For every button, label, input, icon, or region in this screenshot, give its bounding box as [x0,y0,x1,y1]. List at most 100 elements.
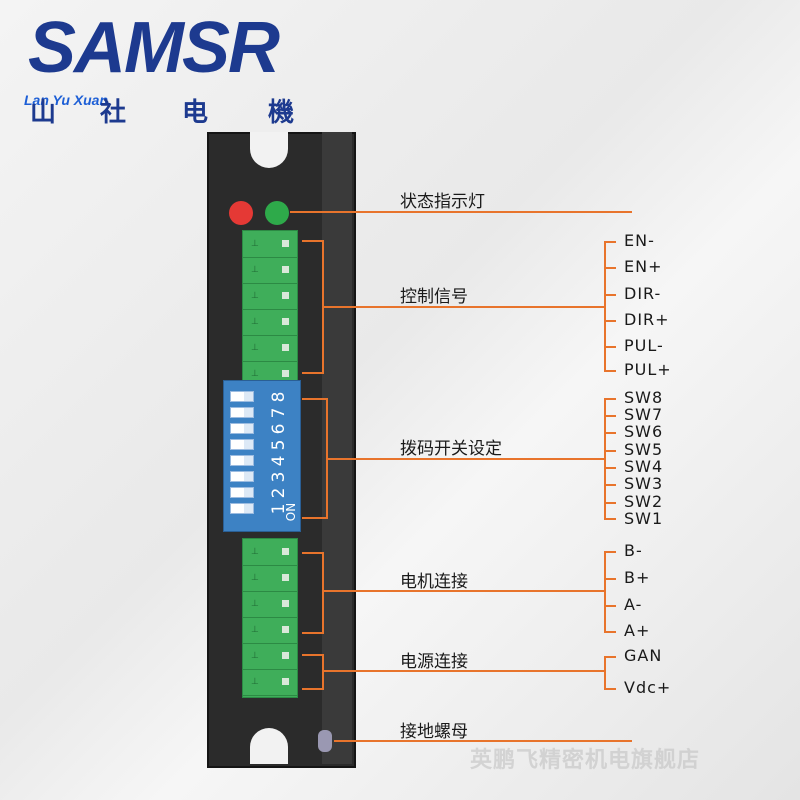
pin-label-sw2: SW2 [624,492,664,511]
pin-label-dir-minus: DIR- [624,284,662,303]
latch-icon: ⊥ [251,625,259,635]
pin-label-en-minus: EN- [624,231,655,250]
pin-label-b-minus: B- [624,541,643,560]
terminal-cell: ⊥ [243,231,297,258]
brand-logo-cn-2: 社 [100,98,127,128]
dip-pin-bus [604,398,606,520]
pin-tick [604,688,616,690]
pin-tick [604,631,616,633]
brand-logo-cn-1: 山 [30,98,57,128]
pin-tick [604,484,616,486]
dip-switch-4[interactable] [230,455,254,466]
pin-tick [604,346,616,348]
dip-switch-5[interactable] [230,439,254,450]
latch-icon: ⊥ [251,239,259,249]
terminal-cell: ⊥ [243,565,297,592]
dip-switch-block: 8 7 6 5 4 3 2 1 ON [223,380,301,532]
mount-slot-bottom [250,728,288,764]
brand-logo: SAMSR [28,8,280,88]
latch-icon: ⊥ [251,317,259,327]
bracket-line [302,654,324,656]
bracket-line [322,654,324,690]
screw-icon [282,600,289,607]
pin-label-sw3: SW3 [624,474,664,493]
pin-label-a-minus: A- [624,595,643,614]
bracket-line [302,398,328,400]
status-indicator-label: 状态指示灯 [400,192,485,212]
brand-logo-cn-3: 电 [182,98,209,128]
pin-tick [604,450,616,452]
bracket-line [302,372,324,374]
screw-icon [282,574,289,581]
motor-pin-bus [604,551,606,633]
power-pin-bus [604,656,606,690]
pin-label-sw4: SW4 [624,457,664,476]
ground-leader-line [334,740,632,742]
pin-tick [604,467,616,469]
pin-label-dir-plus: DIR+ [624,310,670,329]
screw-icon [282,626,289,633]
pin-tick [604,320,616,322]
green-led-icon [265,201,289,225]
pin-label-vdc-plus: Vdc+ [624,678,672,697]
screw-icon [282,652,289,659]
brand-logo-cn-4: 機 [268,98,295,128]
pin-label-sw7: SW7 [624,405,664,424]
brand-logo-subtitle: Lan Yu Xuan [24,92,109,108]
terminal-cell: ⊥ [243,617,297,644]
bracket-line [322,552,324,634]
dip-switch-6[interactable] [230,423,254,434]
screw-icon [282,240,289,247]
pin-label-sw6: SW6 [624,422,664,441]
pin-tick [604,241,616,243]
control-leader-line [322,306,606,308]
dip-switch-8[interactable] [230,391,254,402]
dip-switch-3[interactable] [230,471,254,482]
pin-label-gan: GAN [624,646,663,665]
screw-icon [282,548,289,555]
pin-tick [604,432,616,434]
pin-label-a-plus: A+ [624,621,651,640]
pin-label-b-plus: B+ [624,568,651,587]
screw-icon [282,344,289,351]
bracket-line [302,688,324,690]
latch-icon: ⊥ [251,547,259,557]
store-watermark: 英鹏飞精密机电旗舰店 [470,748,701,773]
terminal-cell: ⊥ [243,283,297,310]
pin-label-en-plus: EN+ [624,257,663,276]
ground-nut-icon [318,730,332,752]
ground-nut-label: 接地螺母 [400,722,468,742]
pin-tick [604,267,616,269]
latch-icon: ⊥ [251,599,259,609]
motor-power-terminal-block: ⊥ ⊥ ⊥ ⊥ ⊥ ⊥ [242,538,298,698]
control-terminal-block: ⊥ ⊥ ⊥ ⊥ ⊥ ⊥ [242,230,298,388]
dip-on-label: ON [284,502,299,522]
red-led-icon [229,201,253,225]
pin-tick [604,551,616,553]
mount-slot-top [250,132,288,168]
pin-tick [604,656,616,658]
dip-switch-2[interactable] [230,487,254,498]
dip-switch-1[interactable] [230,503,254,514]
terminal-cell: ⊥ [243,643,297,670]
motor-leader-line [322,590,606,592]
latch-icon: ⊥ [251,677,259,687]
dip-switch-7[interactable] [230,407,254,418]
pin-label-sw1: SW1 [624,509,664,528]
terminal-cell: ⊥ [243,591,297,618]
power-leader-line [322,670,606,672]
motor-connection-label: 电机连接 [400,572,468,592]
control-signal-label: 控制信号 [400,287,468,307]
terminal-cell: ⊥ [243,309,297,336]
pin-tick [604,518,616,520]
power-connection-label: 电源连接 [400,652,468,672]
pin-tick [604,502,616,504]
screw-icon [282,266,289,273]
pin-tick [604,398,616,400]
pin-tick [604,605,616,607]
latch-icon: ⊥ [251,651,259,661]
screw-icon [282,318,289,325]
dip-leader-line [326,458,606,460]
pin-label-sw8: SW8 [624,388,664,407]
terminal-cell: ⊥ [243,257,297,284]
